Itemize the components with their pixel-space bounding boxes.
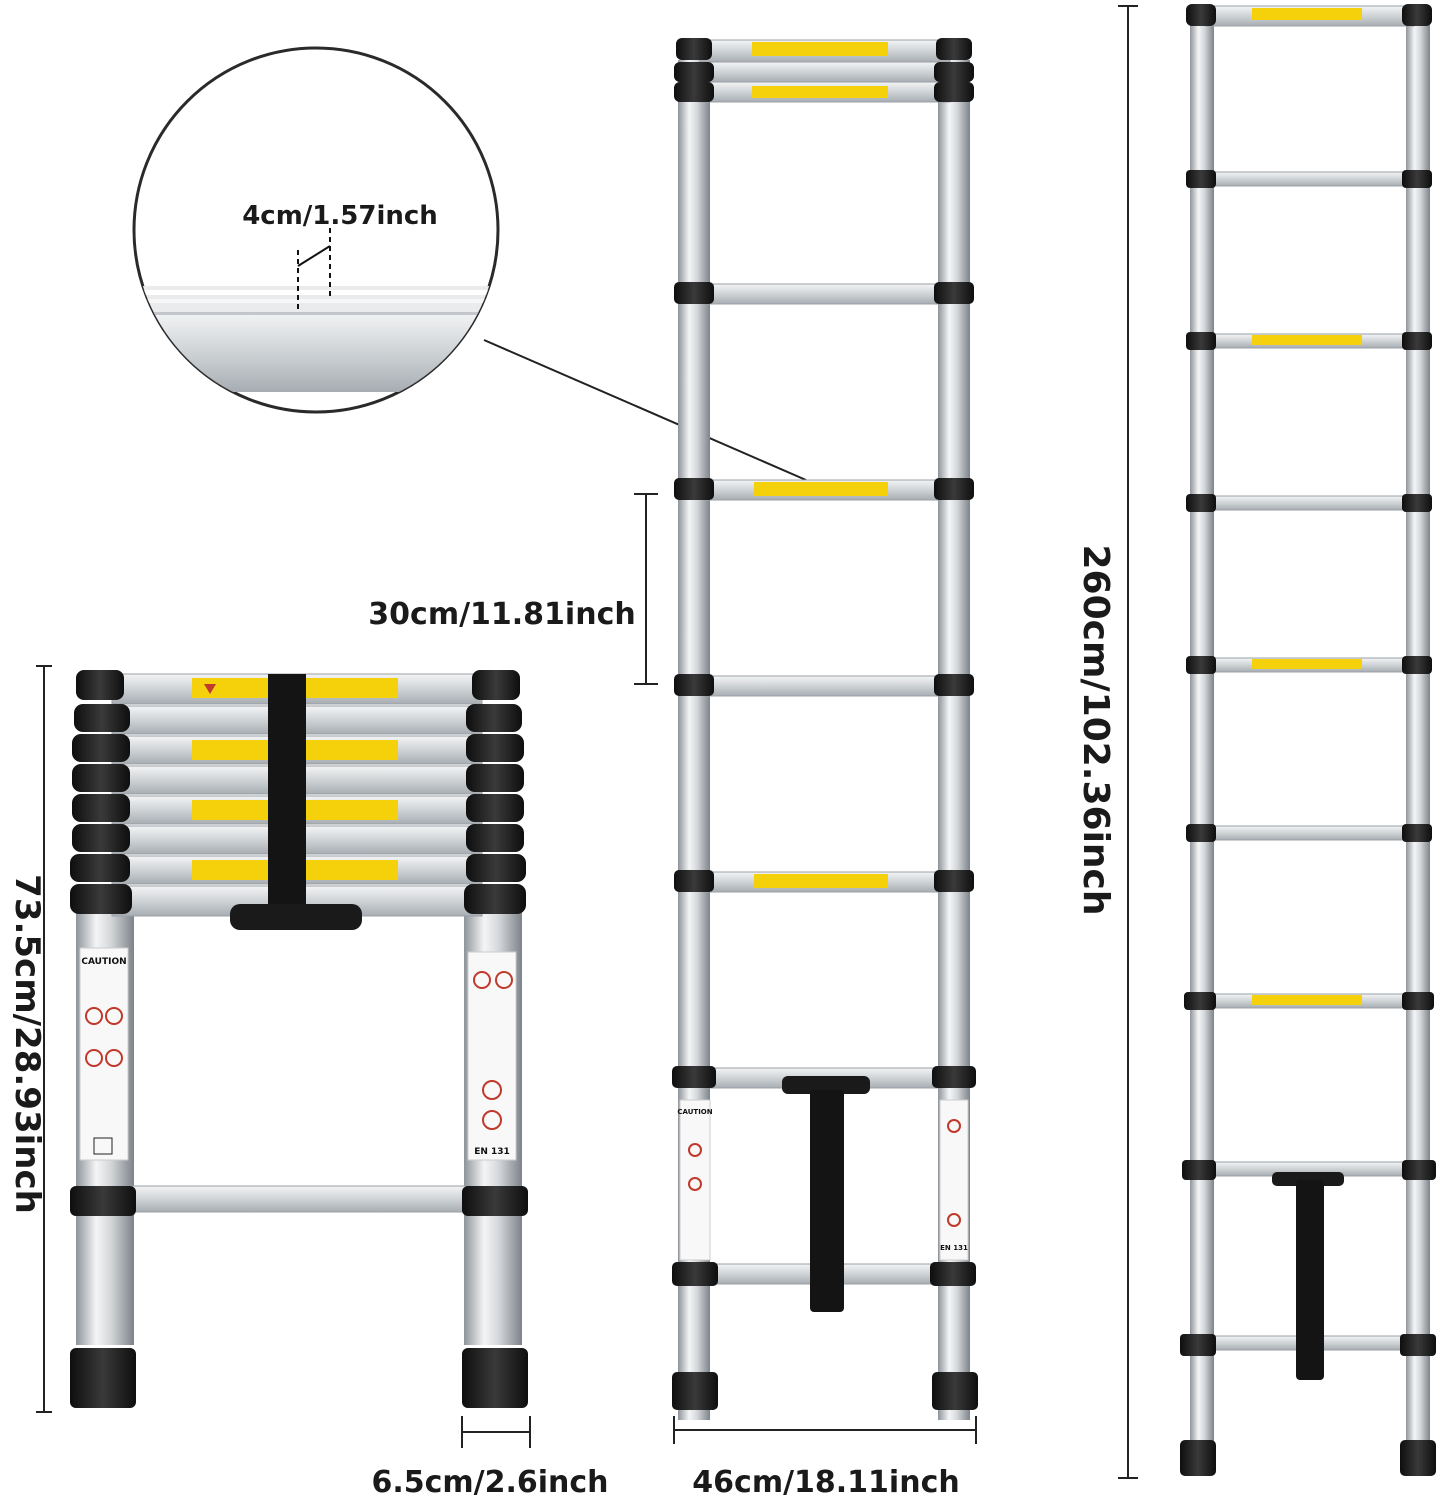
standard-label: EN 131	[474, 1147, 510, 1157]
collapsed-height-label: 73.5cm/28.93inch	[7, 874, 47, 1214]
caution-label-left: CAUTION	[79, 947, 129, 1161]
left-end-caps	[70, 670, 132, 914]
ext-strap	[1296, 1180, 1324, 1380]
carry-strap	[268, 674, 306, 910]
collapsed-ladder: CAUTION EN 131	[70, 670, 528, 1408]
prohibition-icon	[947, 1213, 961, 1227]
mid-caution-title: CAUTION	[677, 1108, 712, 1116]
extended-height-label: 260cm/102.36inch	[1075, 544, 1116, 915]
prohibition-icon	[85, 1007, 103, 1025]
ext-right-rail	[1406, 20, 1430, 1450]
prohibition-icon	[482, 1080, 502, 1100]
prohibition-icon	[85, 1049, 103, 1067]
rung-spacing-label: 30cm/11.81inch	[368, 597, 635, 632]
ladder-width-dimension: 46cm/18.11inch	[673, 1416, 977, 1500]
magnifier-detail: 4cm/1.57inch	[132, 46, 500, 414]
mid-rungs	[672, 282, 976, 1286]
strap-handle	[230, 904, 362, 930]
mid-standard-label: EN 131	[940, 1244, 968, 1252]
warning-triangle-icon	[204, 684, 216, 694]
tread-depth-label: 4cm/1.57inch	[242, 201, 438, 231]
prohibition-icon	[482, 1110, 502, 1130]
magnifier-pointer	[483, 339, 807, 481]
prohibition-icon	[473, 971, 491, 989]
right-foot	[462, 1348, 528, 1408]
prohibition-icon	[688, 1143, 702, 1157]
prohibition-icon	[947, 1119, 961, 1133]
middle-ladder: CAUTION EN 131	[672, 38, 978, 1420]
prohibition-icon	[105, 1007, 123, 1025]
left-foot	[70, 1348, 136, 1408]
prohibition-icon	[105, 1049, 123, 1067]
extended-height-dimension: 260cm/102.36inch	[1075, 5, 1138, 1479]
weight-limit-icon	[93, 1137, 113, 1155]
ladder-width-label: 46cm/18.11inch	[692, 1465, 959, 1500]
collapsed-height-dimension: 73.5cm/28.93inch	[7, 665, 52, 1413]
caution-title: CAUTION	[81, 957, 126, 967]
extended-ladder	[1180, 4, 1436, 1476]
mid-caution-label-right: EN 131	[939, 1099, 969, 1261]
rung-spacing-dimension: 30cm/11.81inch	[368, 493, 658, 685]
tube-width-label: 6.5cm/2.6inch	[371, 1465, 608, 1500]
caution-label-right: EN 131	[467, 951, 517, 1161]
prohibition-icon	[495, 971, 513, 989]
ext-left-rail	[1190, 20, 1214, 1450]
mid-strap	[810, 1090, 844, 1312]
tube-width-dimension: 6.5cm/2.6inch	[371, 1416, 609, 1500]
prohibition-icon	[688, 1177, 702, 1191]
mid-caution-label-left: CAUTION	[677, 1099, 713, 1261]
right-end-caps	[464, 670, 526, 914]
